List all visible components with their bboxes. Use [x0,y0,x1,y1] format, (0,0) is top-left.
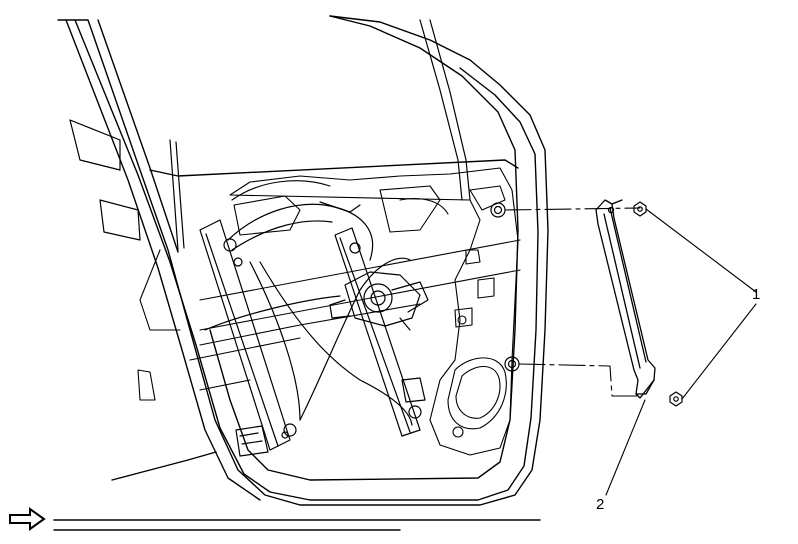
upper-nut-icon [633,201,647,217]
outline-right-arrow-icon [9,507,46,531]
speaker-opening [447,185,507,438]
callout-leaders [605,208,757,496]
rear-window-channel [595,199,656,399]
window-channel [69,19,471,251]
callout-label-1: 1 [752,286,761,303]
alignment-lines [504,207,643,397]
door-frame [53,15,549,531]
regulator-motor [329,271,429,331]
window-regulator [199,201,426,457]
inner-door-panel [137,167,521,456]
lower-nut-icon [669,391,683,407]
nut-fasteners [633,201,683,407]
callout-label-2: 2 [596,496,605,513]
